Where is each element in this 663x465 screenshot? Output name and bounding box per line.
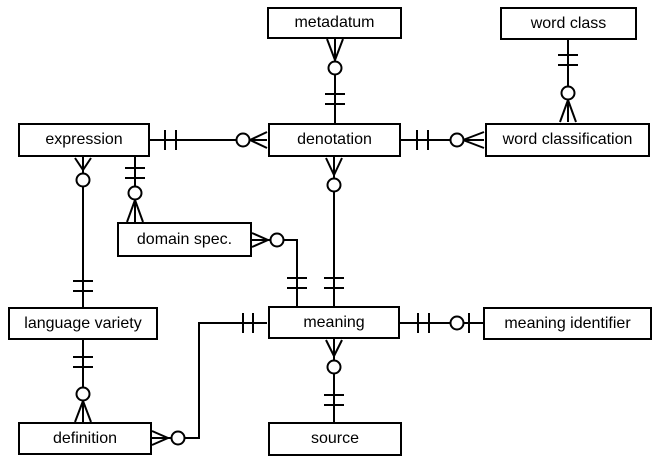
rel-meaning-meaningidentifier (400, 313, 483, 333)
entity-word-class: word class (500, 7, 637, 40)
entity-language-variety: language variety (8, 307, 158, 340)
rel-expression-domainspec (125, 157, 145, 223)
entity-meaning: meaning (268, 306, 400, 339)
rel-metadatum-denotation (325, 38, 345, 123)
rel-expression-languagevariety (73, 157, 93, 307)
entity-domain-spec: domain spec. (117, 222, 252, 257)
entity-meaning-identifier: meaning identifier (483, 307, 652, 340)
rel-denotation-meaning (324, 157, 344, 306)
entity-word-classification: word classification (485, 123, 650, 157)
rel-meaning-source (324, 339, 344, 422)
entity-definition: definition (18, 422, 152, 455)
rel-expression-denotation (150, 130, 268, 150)
rel-denotation-wordclassification (401, 130, 485, 150)
rel-wordclass-wordclassification (558, 40, 578, 123)
entity-source: source (268, 422, 402, 456)
rel-languagevariety-definition (73, 340, 93, 423)
rel-domainspec-meaning (251, 232, 307, 306)
entity-metadatum: metadatum (267, 7, 402, 39)
entity-expression: expression (18, 123, 150, 157)
entity-denotation: denotation (268, 123, 401, 157)
rel-definition-meaning (151, 313, 267, 446)
